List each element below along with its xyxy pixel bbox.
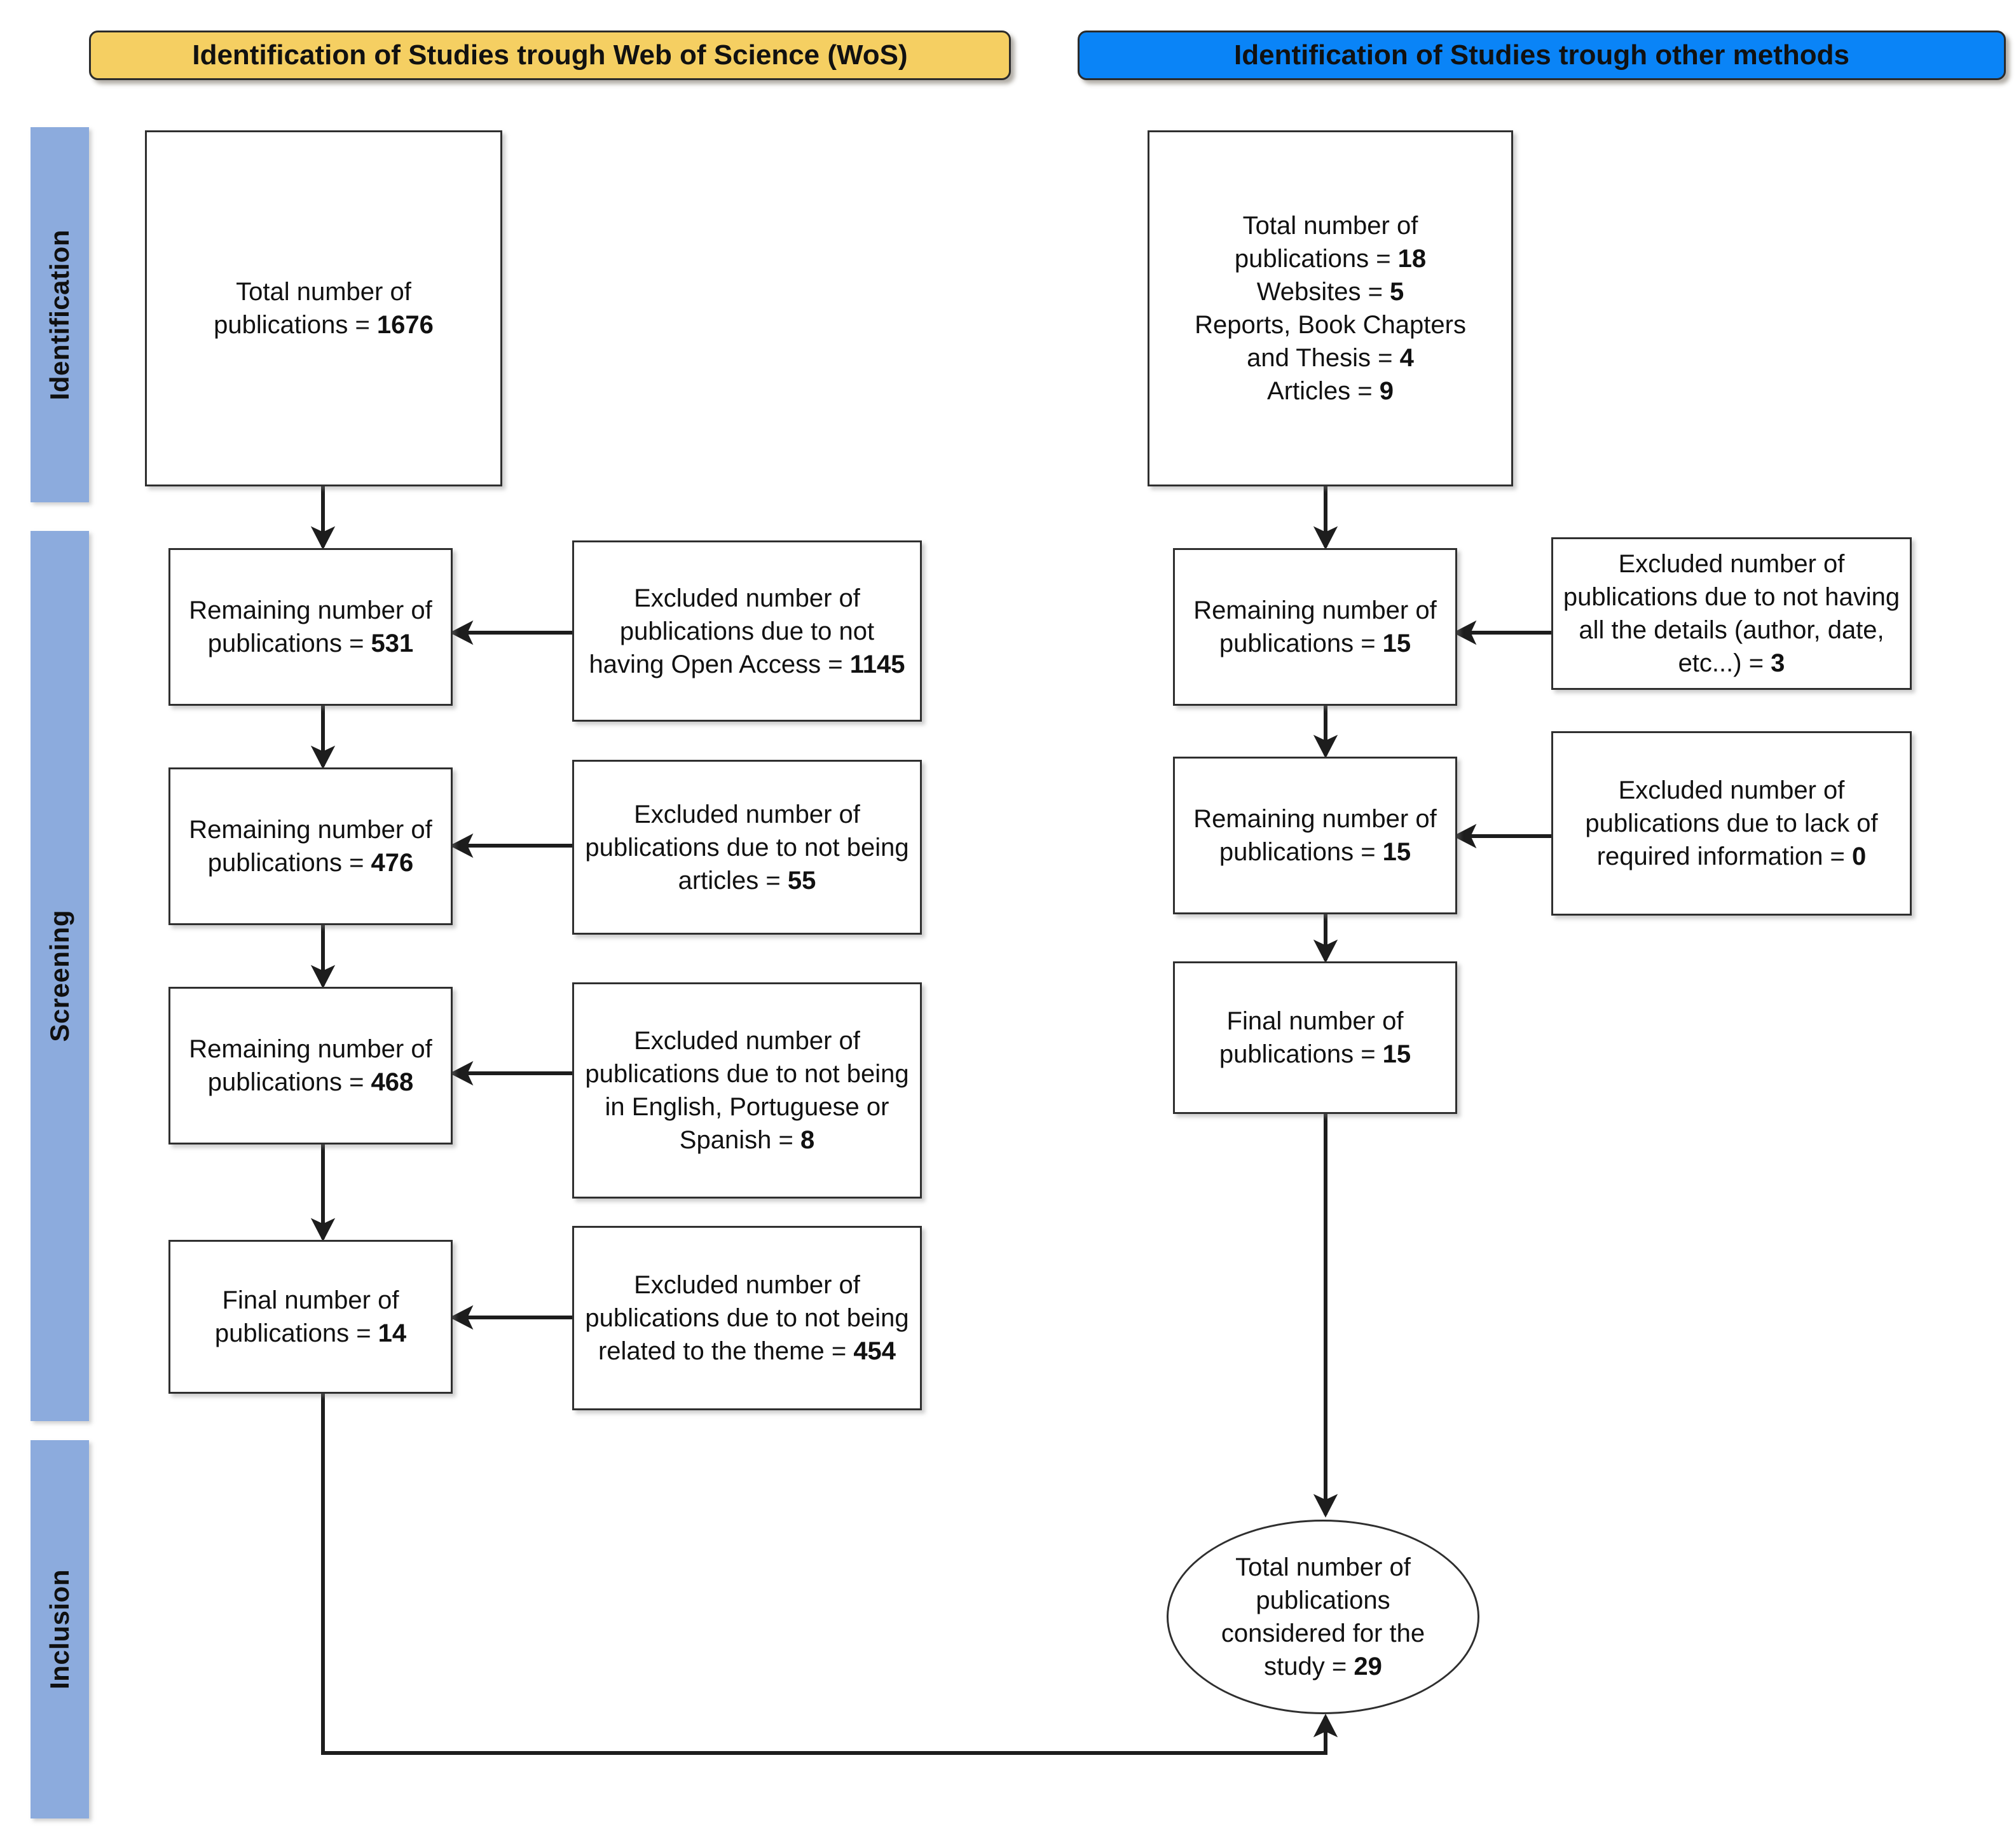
header-banner-other-methods: Identification of Studies trough other m…	[1078, 31, 2006, 80]
node-other-excluded-3: Excluded number of publications due to n…	[1551, 537, 1912, 690]
node-other-remaining-15-b-line2-pre: publications =	[1219, 838, 1383, 866]
node-other-remaining-15-b: Remaining number of publications = 15	[1173, 757, 1457, 914]
node-other-final-15-value: 15	[1382, 1040, 1411, 1068]
header-banner-other-methods-label: Identification of Studies trough other m…	[1234, 39, 1849, 71]
node-wos-excluded-454-value: 454	[853, 1337, 896, 1365]
node-other-identification-websites-value: 5	[1390, 278, 1404, 306]
node-other-final-15-line1: Final number of	[1226, 1007, 1404, 1035]
node-total-considered-29-line4-pre: study =	[1264, 1653, 1354, 1680]
wire-wos-fin-to-result	[321, 1394, 1338, 1755]
node-total-considered-29-line1: Total number of	[1235, 1553, 1411, 1581]
node-wos-remaining-468-line1: Remaining number of	[189, 1035, 432, 1063]
node-wos-remaining-476-line2-pre: publications =	[207, 849, 371, 877]
node-total-considered-29-line3: considered for the	[1221, 1619, 1425, 1647]
node-other-excluded-0: Excluded number of publications due to l…	[1551, 731, 1912, 916]
node-wos-excluded-1145: Excluded number of publications due to n…	[572, 540, 922, 722]
node-other-identification-line6-pre: Articles =	[1267, 377, 1380, 405]
node-total-considered-29-value: 29	[1354, 1653, 1382, 1680]
header-banner-wos: Identification of Studies trough Web of …	[89, 31, 1011, 80]
node-wos-identification: Total number of publications = 1676	[145, 130, 502, 486]
node-other-identification-line3-pre: Websites =	[1256, 278, 1390, 306]
node-wos-remaining-531: Remaining number of publications = 531	[168, 548, 453, 706]
node-wos-excluded-55: Excluded number of publications due to n…	[572, 760, 922, 935]
node-other-remaining-15-a-value: 15	[1382, 629, 1411, 657]
stage-label-inclusion: Inclusion	[45, 1569, 74, 1689]
node-other-remaining-15-b-value: 15	[1382, 838, 1411, 866]
node-wos-excluded-8: Excluded number of publications due to n…	[572, 982, 922, 1199]
stage-bar-identification: Identification	[31, 127, 89, 502]
node-wos-excluded-1145-value: 1145	[849, 650, 905, 678]
node-other-identification-line4: Reports, Book Chapters	[1195, 311, 1466, 339]
node-wos-identification-line1: Total number of	[236, 278, 411, 306]
node-wos-excluded-1145-text: Excluded number of publications due to n…	[589, 584, 875, 678]
node-wos-final-14-line1: Final number of	[222, 1286, 399, 1314]
node-other-identification-total-value: 18	[1397, 245, 1427, 273]
stage-label-identification: Identification	[45, 229, 74, 401]
node-wos-final-14: Final number of publications = 14	[168, 1240, 453, 1394]
stage-bar-inclusion: Inclusion	[31, 1440, 89, 1818]
stage-bar-screening: Screening	[31, 531, 89, 1421]
node-wos-remaining-476: Remaining number of publications = 476	[168, 767, 453, 925]
node-other-remaining-15-a-line1: Remaining number of	[1193, 596, 1437, 624]
node-wos-remaining-468: Remaining number of publications = 468	[168, 987, 453, 1144]
node-wos-remaining-468-value: 468	[371, 1068, 414, 1096]
node-other-identification-line2-pre: publications =	[1234, 245, 1398, 273]
node-other-remaining-15-a-line2-pre: publications =	[1219, 629, 1383, 657]
stage-label-screening: Screening	[45, 910, 74, 1042]
node-wos-excluded-454-text: Excluded number of publications due to n…	[585, 1271, 909, 1365]
node-wos-excluded-8-value: 8	[800, 1126, 815, 1154]
node-other-identification-line5-pre: and Thesis =	[1247, 344, 1400, 372]
node-wos-final-14-line2-pre: publications =	[214, 1319, 378, 1347]
node-wos-remaining-531-value: 531	[371, 629, 414, 657]
node-wos-identification-value: 1676	[376, 311, 434, 339]
node-wos-remaining-531-line2-pre: publications =	[207, 629, 371, 657]
node-other-excluded-0-value: 0	[1852, 842, 1867, 870]
node-total-considered-29-line2: publications	[1256, 1586, 1390, 1614]
node-wos-final-14-value: 14	[378, 1319, 407, 1347]
node-other-final-15-line2-pre: publications =	[1219, 1040, 1383, 1068]
node-other-excluded-3-text: Excluded number of publications due to n…	[1563, 550, 1900, 677]
header-banner-wos-label: Identification of Studies trough Web of …	[192, 39, 908, 71]
node-wos-excluded-55-value: 55	[787, 866, 816, 895]
node-other-excluded-0-text: Excluded number of publications due to l…	[1585, 776, 1878, 870]
node-other-remaining-15-a: Remaining number of publications = 15	[1173, 548, 1457, 706]
node-total-considered-29: Total number of publications considered …	[1167, 1520, 1479, 1714]
node-other-final-15: Final number of publications = 15	[1173, 961, 1457, 1114]
node-wos-excluded-8-text: Excluded number of publications due to n…	[585, 1027, 909, 1154]
node-wos-remaining-476-line1: Remaining number of	[189, 816, 432, 844]
node-other-remaining-15-b-line1: Remaining number of	[1193, 805, 1437, 833]
node-wos-remaining-531-line1: Remaining number of	[189, 596, 432, 624]
node-wos-remaining-468-line2-pre: publications =	[207, 1068, 371, 1096]
node-other-identification-articles-value: 9	[1379, 377, 1394, 405]
node-wos-excluded-55-text: Excluded number of publications due to n…	[585, 800, 909, 895]
node-wos-identification-line2-pre: publications =	[214, 311, 377, 339]
node-other-identification-thesis-value: 4	[1399, 344, 1414, 372]
node-other-identification-line1: Total number of	[1242, 212, 1418, 240]
node-wos-excluded-454: Excluded number of publications due to n…	[572, 1226, 922, 1410]
node-wos-remaining-476-value: 476	[371, 849, 414, 877]
node-other-identification: Total number of publications = 18 Websit…	[1148, 130, 1513, 486]
node-other-excluded-3-value: 3	[1771, 649, 1785, 677]
